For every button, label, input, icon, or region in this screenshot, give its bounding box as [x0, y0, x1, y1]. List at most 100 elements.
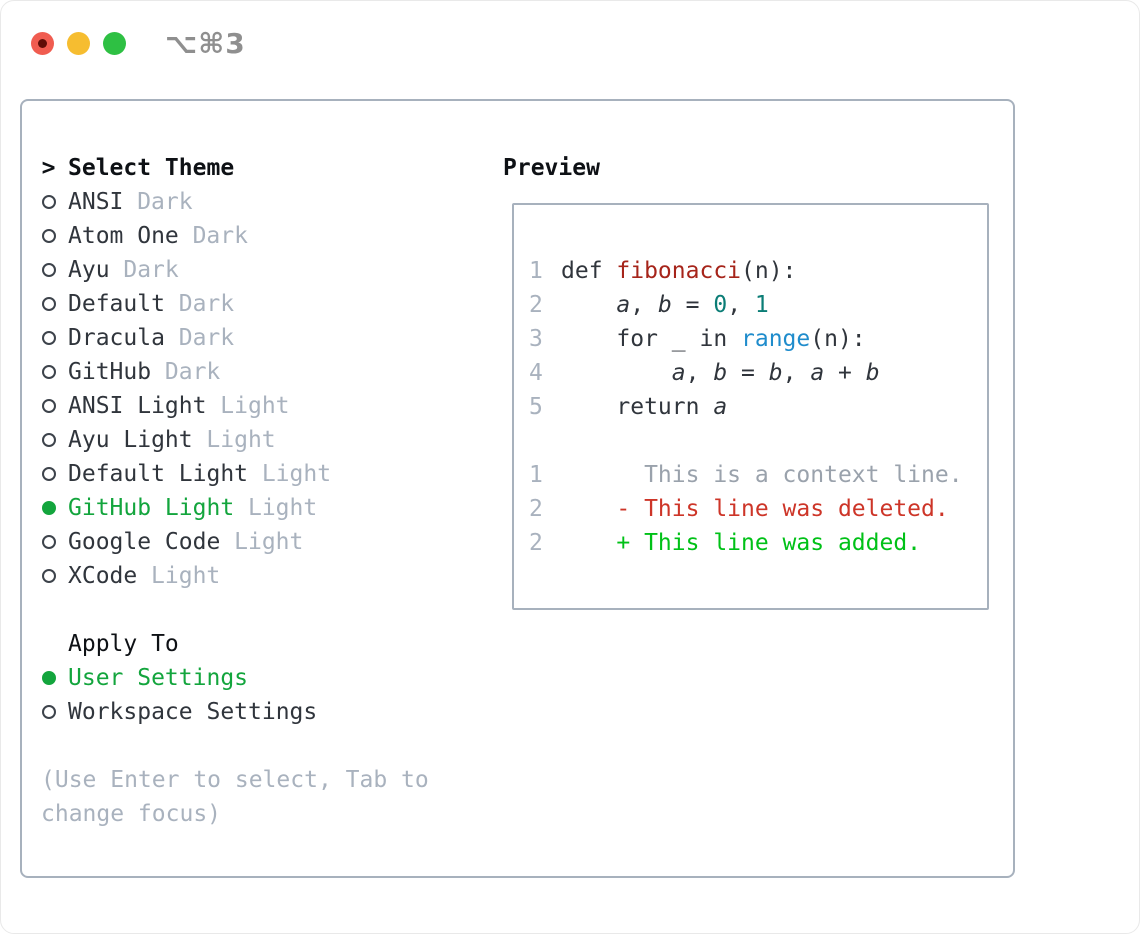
- theme-name: ANSI Light: [68, 393, 207, 419]
- theme-variant: Dark: [123, 257, 179, 283]
- window-title: ⌥⌘3: [165, 27, 246, 60]
- theme-variant: Light: [151, 563, 221, 589]
- apply-to-header: Apply To: [41, 627, 491, 661]
- code-line: 2 a, b = 0, 1: [529, 288, 987, 322]
- code-token-plain: (n):: [741, 258, 797, 284]
- radio-icon: [41, 569, 56, 583]
- titlebar: ⌥⌘3: [31, 27, 246, 60]
- theme-variant: Light: [247, 495, 318, 521]
- theme-option-atom-one-dark[interactable]: Atom One Dark: [41, 219, 491, 253]
- close-button[interactable]: [31, 32, 54, 55]
- code-token-var: b: [713, 360, 728, 386]
- code-line: 5 return a: [529, 390, 987, 424]
- code-token-plain: (n):: [810, 326, 866, 352]
- code-token-plain: [561, 292, 616, 318]
- apply-option-label: User Settings: [68, 665, 249, 691]
- theme-variant: Dark: [137, 189, 193, 215]
- code-token-plain: =: [727, 360, 769, 386]
- radio-icon-selected: [41, 671, 56, 685]
- code-line: 2 + This line was added.: [529, 526, 987, 560]
- code-token-var: b: [768, 360, 783, 386]
- code-token-var: a: [616, 292, 631, 318]
- theme-option-github-dark[interactable]: GitHub Dark: [41, 355, 491, 389]
- radio-icon: [41, 467, 56, 481]
- theme-variant: Light: [261, 461, 332, 487]
- line-number: 1: [529, 462, 543, 488]
- theme-variant: Light: [206, 427, 276, 453]
- theme-option-github-light[interactable]: GitHub Light Light: [41, 491, 491, 525]
- radio-icon: [41, 263, 56, 277]
- code-token-plain: ,: [630, 292, 658, 318]
- theme-option-ansi-light[interactable]: ANSI Light Light: [41, 389, 491, 423]
- apply-option-user-settings[interactable]: User Settings: [41, 661, 491, 695]
- select-theme-title: Select Theme: [68, 155, 235, 181]
- zoom-button[interactable]: [103, 32, 126, 55]
- theme-name: Ayu: [68, 257, 110, 283]
- code-line: 4 a, b = b, a + b: [529, 356, 987, 390]
- close-dot-icon: [38, 39, 47, 48]
- radio-icon: [41, 229, 56, 243]
- minimize-button[interactable]: [67, 32, 90, 55]
- theme-name: GitHub: [68, 359, 152, 385]
- code-line: 1 def fibonacci(n):: [529, 254, 987, 288]
- code-token-plain: def: [561, 258, 617, 284]
- line-number: 2: [529, 292, 543, 318]
- theme-list: > Select Theme ANSI Dark Atom One Dark A…: [41, 151, 491, 831]
- theme-option-ayu-dark[interactable]: Ayu Dark: [41, 253, 491, 287]
- theme-name: Atom One: [68, 223, 179, 249]
- code-token-var: a: [713, 394, 728, 420]
- line-number: 2: [529, 530, 543, 556]
- code-token-builtin: range: [741, 326, 811, 352]
- theme-variant: Dark: [164, 359, 221, 385]
- line-number: 1: [529, 258, 543, 284]
- theme-option-default-dark[interactable]: Default Dark: [41, 287, 491, 321]
- theme-option-dracula-dark[interactable]: Dracula Dark: [41, 321, 491, 355]
- radio-icon: [41, 331, 56, 345]
- code-token-num: 1: [754, 292, 769, 318]
- radio-icon: [41, 399, 56, 413]
- code-token-plain: for _ in: [561, 326, 742, 352]
- theme-option-default-light[interactable]: Default Light Light: [41, 457, 491, 491]
- line-number: 5: [529, 394, 543, 420]
- theme-variant: Light: [234, 529, 304, 555]
- radio-icon: [41, 535, 56, 549]
- theme-name: Ayu Light: [68, 427, 193, 453]
- code-token-add: + This line was added.: [561, 530, 922, 556]
- code-line: 2 - This line was deleted.: [529, 492, 987, 526]
- code-token-plain: return: [561, 394, 714, 420]
- theme-variant: Dark: [192, 223, 248, 249]
- radio-icon: [41, 195, 56, 209]
- radio-icon: [41, 705, 56, 719]
- apply-option-workspace-settings[interactable]: Workspace Settings: [41, 695, 491, 729]
- theme-name: XCode: [68, 563, 138, 589]
- select-theme-header: > Select Theme: [41, 151, 491, 185]
- code-token-var: a: [810, 360, 825, 386]
- apply-option-label: Workspace Settings: [68, 699, 318, 725]
- code-token-var: a: [671, 360, 686, 386]
- theme-option-google-code[interactable]: Google Code Light: [41, 525, 491, 559]
- cursor-arrow-icon: >: [41, 155, 56, 181]
- code-token-plain: +: [824, 360, 866, 386]
- line-number: 2: [529, 496, 543, 522]
- code-token-plain: [561, 360, 672, 386]
- theme-option-xcode[interactable]: XCode Light: [41, 559, 491, 593]
- code-line: 1 This is a context line.: [529, 458, 987, 492]
- code-token-ctx: This is a context line.: [561, 462, 963, 488]
- code-token-plain: =: [671, 292, 714, 318]
- radio-icon: [41, 365, 56, 379]
- theme-name: Default Light: [68, 461, 249, 487]
- line-number: 3: [529, 326, 543, 352]
- theme-option-ansi-dark[interactable]: ANSI Dark: [41, 185, 491, 219]
- code-token-plain: ,: [782, 360, 811, 386]
- code-token-func: fibonacci: [616, 258, 742, 284]
- radio-icon: [41, 433, 56, 447]
- theme-name: Dracula: [68, 325, 165, 351]
- theme-name: Google Code: [68, 529, 221, 555]
- theme-name: Default: [68, 291, 165, 317]
- code-token-var: b: [657, 292, 672, 318]
- keyboard-hint: (Use Enter to select, Tab to change focu…: [41, 767, 429, 827]
- theme-option-ayu-light[interactable]: Ayu Light Light: [41, 423, 491, 457]
- code-line: 3 for _ in range(n):: [529, 322, 987, 356]
